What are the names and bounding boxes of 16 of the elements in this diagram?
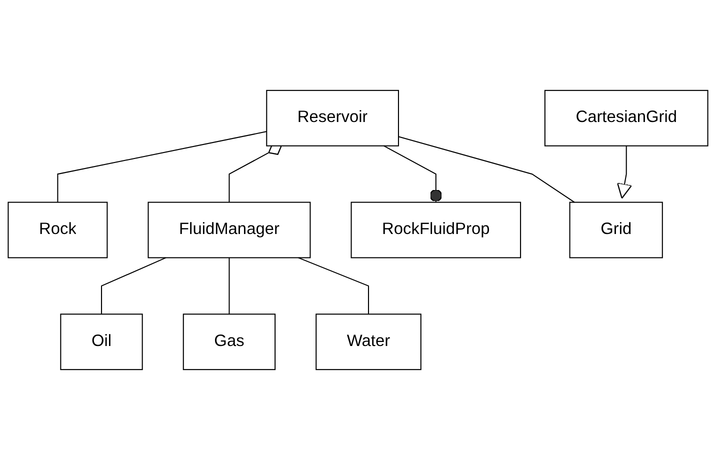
node-box: CartesianGrid	[544, 90, 708, 146]
node-box: FluidManager	[148, 202, 311, 258]
node-box: Reservoir	[266, 90, 399, 146]
node-box: Water	[316, 314, 422, 370]
connector	[101, 257, 166, 314]
node-box: Rock	[8, 202, 108, 258]
arrow	[616, 146, 632, 199]
node-box: Oil	[60, 314, 143, 370]
connector	[384, 145, 442, 202]
connector	[298, 257, 370, 314]
node-box: RockFluidProp	[350, 202, 522, 258]
connector	[228, 258, 230, 314]
connector	[398, 136, 575, 203]
node-box: Grid	[569, 202, 663, 258]
node-box: Gas	[182, 314, 276, 370]
connector	[57, 131, 267, 202]
